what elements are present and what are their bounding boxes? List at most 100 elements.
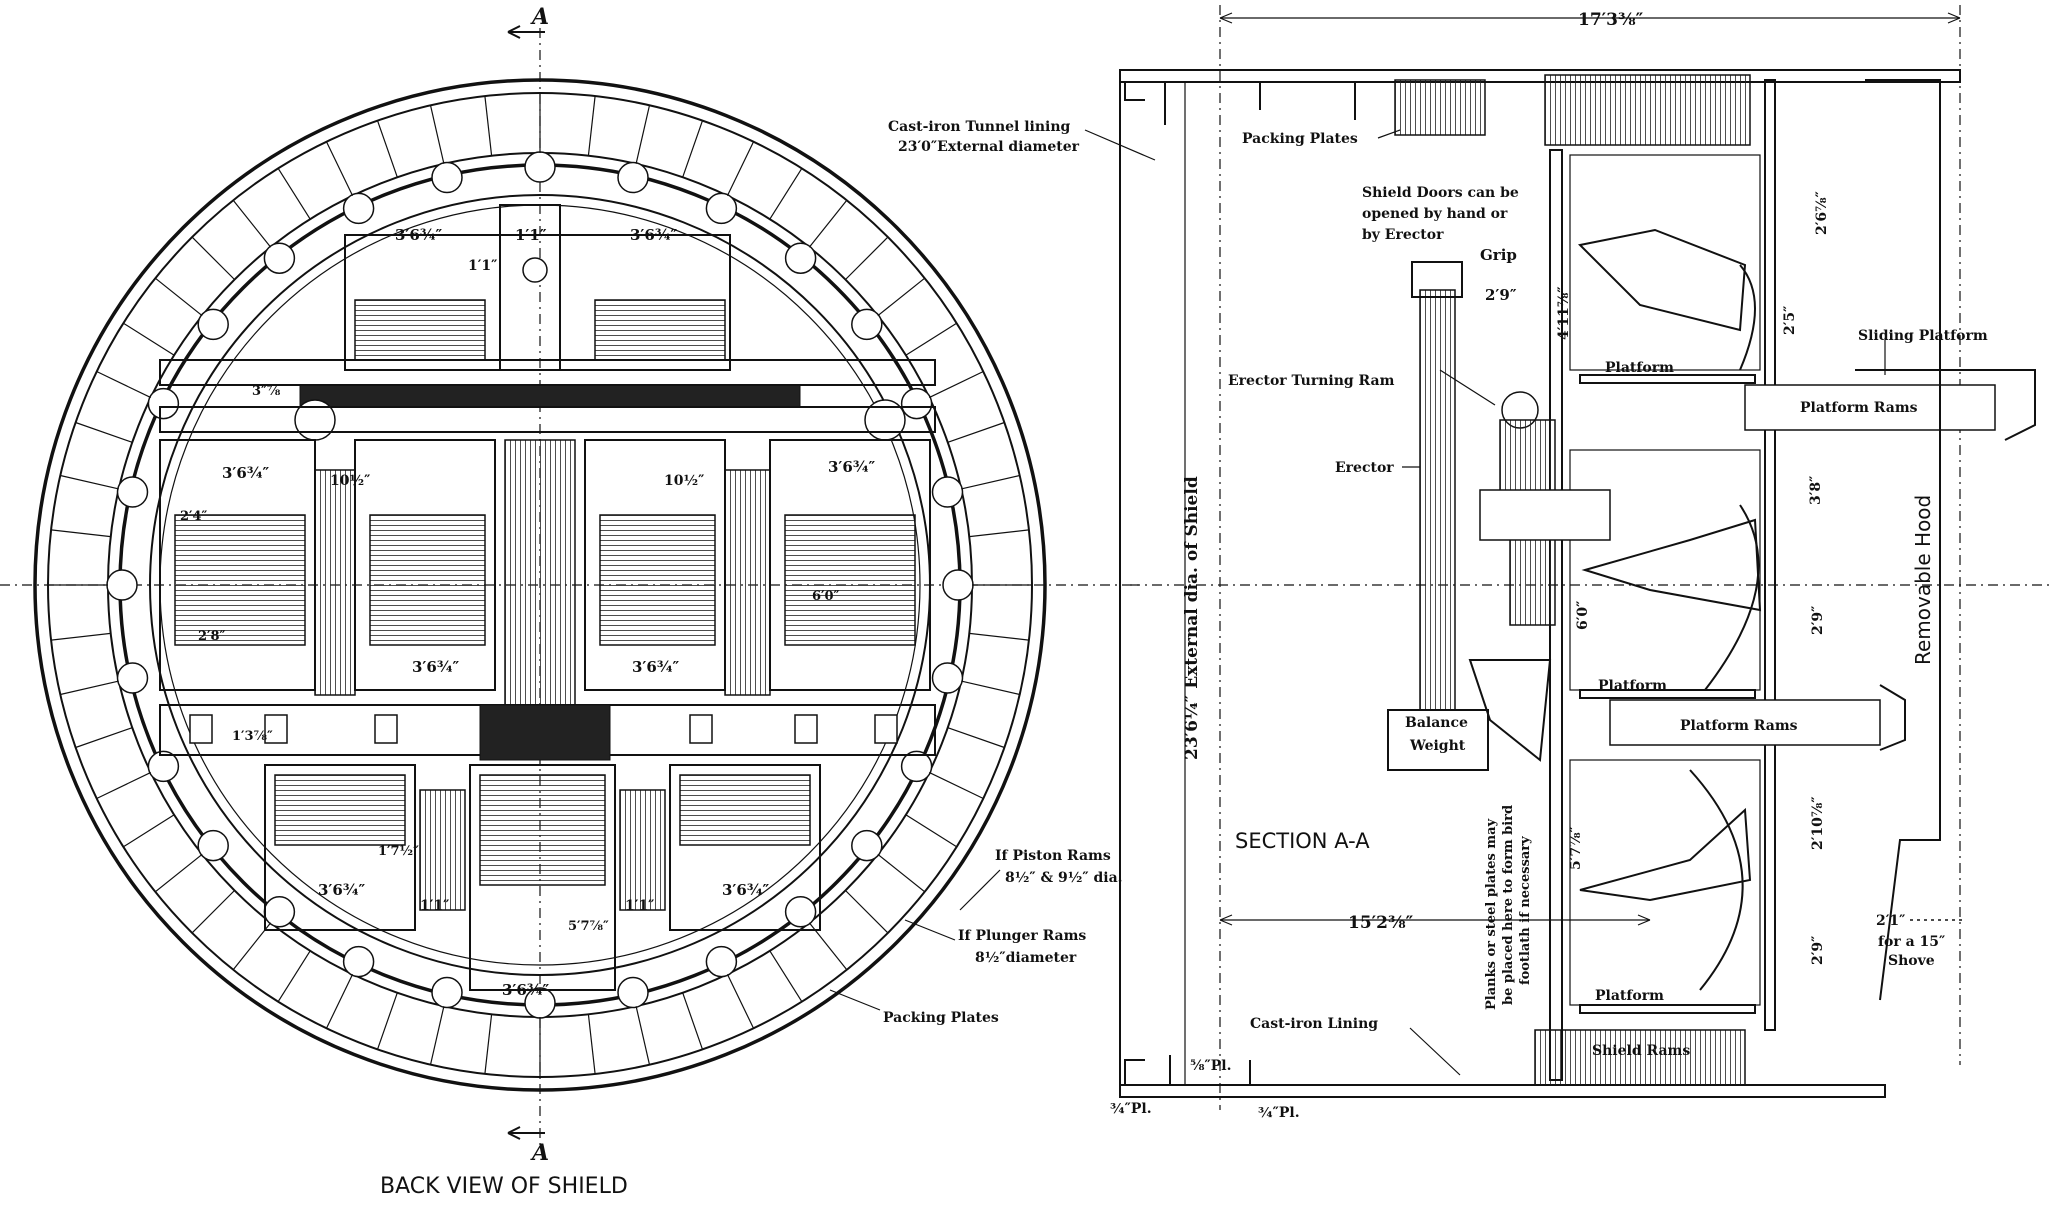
rear-bulkhead [1764, 79, 1776, 1031]
ring-segment-joint [376, 992, 398, 1050]
bottom-skin [1119, 1084, 1886, 1098]
ring-segment-joint [928, 771, 984, 800]
ring-segment-joint [277, 168, 311, 220]
dim-bottom-right-bay: 3′6¾″ [722, 881, 769, 899]
girder-block-2 [264, 714, 288, 744]
platform-1-label: Platform [1605, 360, 1674, 376]
top-center-post [499, 204, 561, 371]
cast-iron-lining-label: Cast-iron Lining [1250, 1016, 1378, 1032]
ring-segment-joint [635, 1006, 651, 1065]
ring-boss [342, 945, 375, 978]
overall-length-label: 17′3⅜″ [1578, 10, 1644, 30]
section-mark-top: A [530, 4, 549, 30]
ring-segment-joint [51, 632, 111, 641]
dim-bottom-right-gap: 1′1″ [625, 898, 654, 914]
ring-boss [942, 569, 974, 601]
erector-gear-upper [1499, 419, 1556, 496]
inner-length-arrows [1219, 914, 1651, 926]
inner-length-label: 15′2⅜″ [1348, 913, 1414, 933]
middle-door-arc [1704, 504, 1760, 691]
ring-boss [617, 161, 649, 194]
erector-label: Erector [1335, 460, 1394, 476]
ring-segment-joint [123, 814, 175, 848]
dim-grip-width: 2′9″ [1485, 286, 1517, 304]
ring-segment-joint [484, 96, 493, 156]
dim-bottom-left-gap: 1′1″ [420, 898, 449, 914]
middle-door [1581, 518, 1762, 612]
erector-turning-ram-label: Erector Turning Ram [1228, 373, 1395, 389]
ring-boss [106, 569, 138, 601]
doors-line-1: Shield Doors can be [1362, 185, 1519, 201]
sliding-platform-label: Sliding Platform [1858, 328, 1988, 344]
ring-segment-joint [905, 814, 957, 848]
lining-dia-label: 23′0″External diameter [898, 139, 1080, 155]
ring-segment-joint [682, 992, 704, 1050]
ring-segment-joint [325, 973, 354, 1029]
section-packing-plates: Packing Plates [1242, 131, 1358, 147]
ring-segment-joint [969, 529, 1029, 538]
dim-mid-right-height: 6′0″ [812, 589, 840, 604]
shield-rams-label: Shield Rams [1592, 1043, 1690, 1059]
central-column [504, 439, 576, 716]
dim-upper-right-2: 2′5″ [1782, 306, 1798, 335]
lower-platform-rams [1609, 699, 1881, 746]
ring-segment-joint [947, 727, 1005, 749]
girder-block-1 [189, 714, 213, 744]
ring-segment-joint [376, 120, 398, 178]
lining-leader-section [1409, 1027, 1461, 1076]
upper-door [1577, 228, 1747, 332]
ring-boss [931, 476, 964, 508]
top-bay-left-hatch [354, 299, 486, 361]
packing-plates-label: Packing Plates [883, 1010, 999, 1026]
bottom-bay-right [669, 764, 821, 931]
ring-boss [617, 976, 649, 1009]
dim-top-center: 1′1″ [515, 226, 547, 244]
top-skin [1119, 69, 1961, 83]
upper-cell [1569, 154, 1761, 371]
mid-left-ram [314, 469, 356, 696]
dim-mid-left-bay: 3′6¾″ [222, 464, 269, 482]
ring-boss [147, 750, 180, 783]
external-dia-label: 23′6¼″ External dia. of Shield [1182, 476, 1202, 760]
ring-segment-joint [905, 322, 957, 356]
dim-beam-height: 1′3⅞″ [232, 729, 273, 744]
ring-boss [851, 308, 883, 341]
balance-weight-1: Balance [1405, 715, 1468, 731]
ring-boss [784, 896, 817, 928]
shove-3: Shove [1888, 953, 1935, 969]
ring-boss [147, 387, 180, 420]
ring-segment-joint [587, 96, 596, 156]
top-ram-body [1544, 74, 1751, 146]
dim-upper-left-small: 3″⅞ [252, 384, 281, 399]
ring-segment-joint [726, 973, 755, 1029]
erector-base [1468, 659, 1552, 762]
ring-segment-joint [682, 120, 704, 178]
platform-rams-upper-label: Platform Rams [1800, 400, 1918, 416]
dim-mid-bottom-left: 3′6¾″ [412, 658, 459, 676]
balance-weight [1387, 709, 1489, 771]
outer-ring [33, 78, 1047, 1092]
top-lining-flanges [1124, 82, 1356, 125]
ring-boss [116, 476, 149, 508]
shove-1: 2′1″ [1876, 913, 1905, 929]
ring-boss [197, 308, 229, 341]
girder-block-5 [794, 714, 818, 744]
erector-housing [1479, 489, 1611, 541]
dim-lower-right-1: 2′10⅞″ [1810, 796, 1826, 850]
ring-boss [900, 387, 933, 420]
bottom-bay-left [264, 764, 416, 931]
ring-segment-joint [947, 421, 1005, 443]
dim-bottom-left-bay: 3′6¾″ [318, 881, 365, 899]
packing-leader [829, 989, 881, 1011]
section-title: SECTION A-A [1235, 829, 1370, 853]
ring-segment-joint [232, 199, 272, 248]
ring-boss [900, 750, 933, 783]
mid-left-hatch [174, 514, 306, 646]
ring-segments [48, 93, 1032, 1077]
ring-boss [784, 242, 817, 274]
removable-hood [1865, 79, 1941, 1001]
girder-block-3 [374, 714, 398, 744]
ring-boss [431, 976, 463, 1009]
platform-2 [1579, 689, 1756, 699]
